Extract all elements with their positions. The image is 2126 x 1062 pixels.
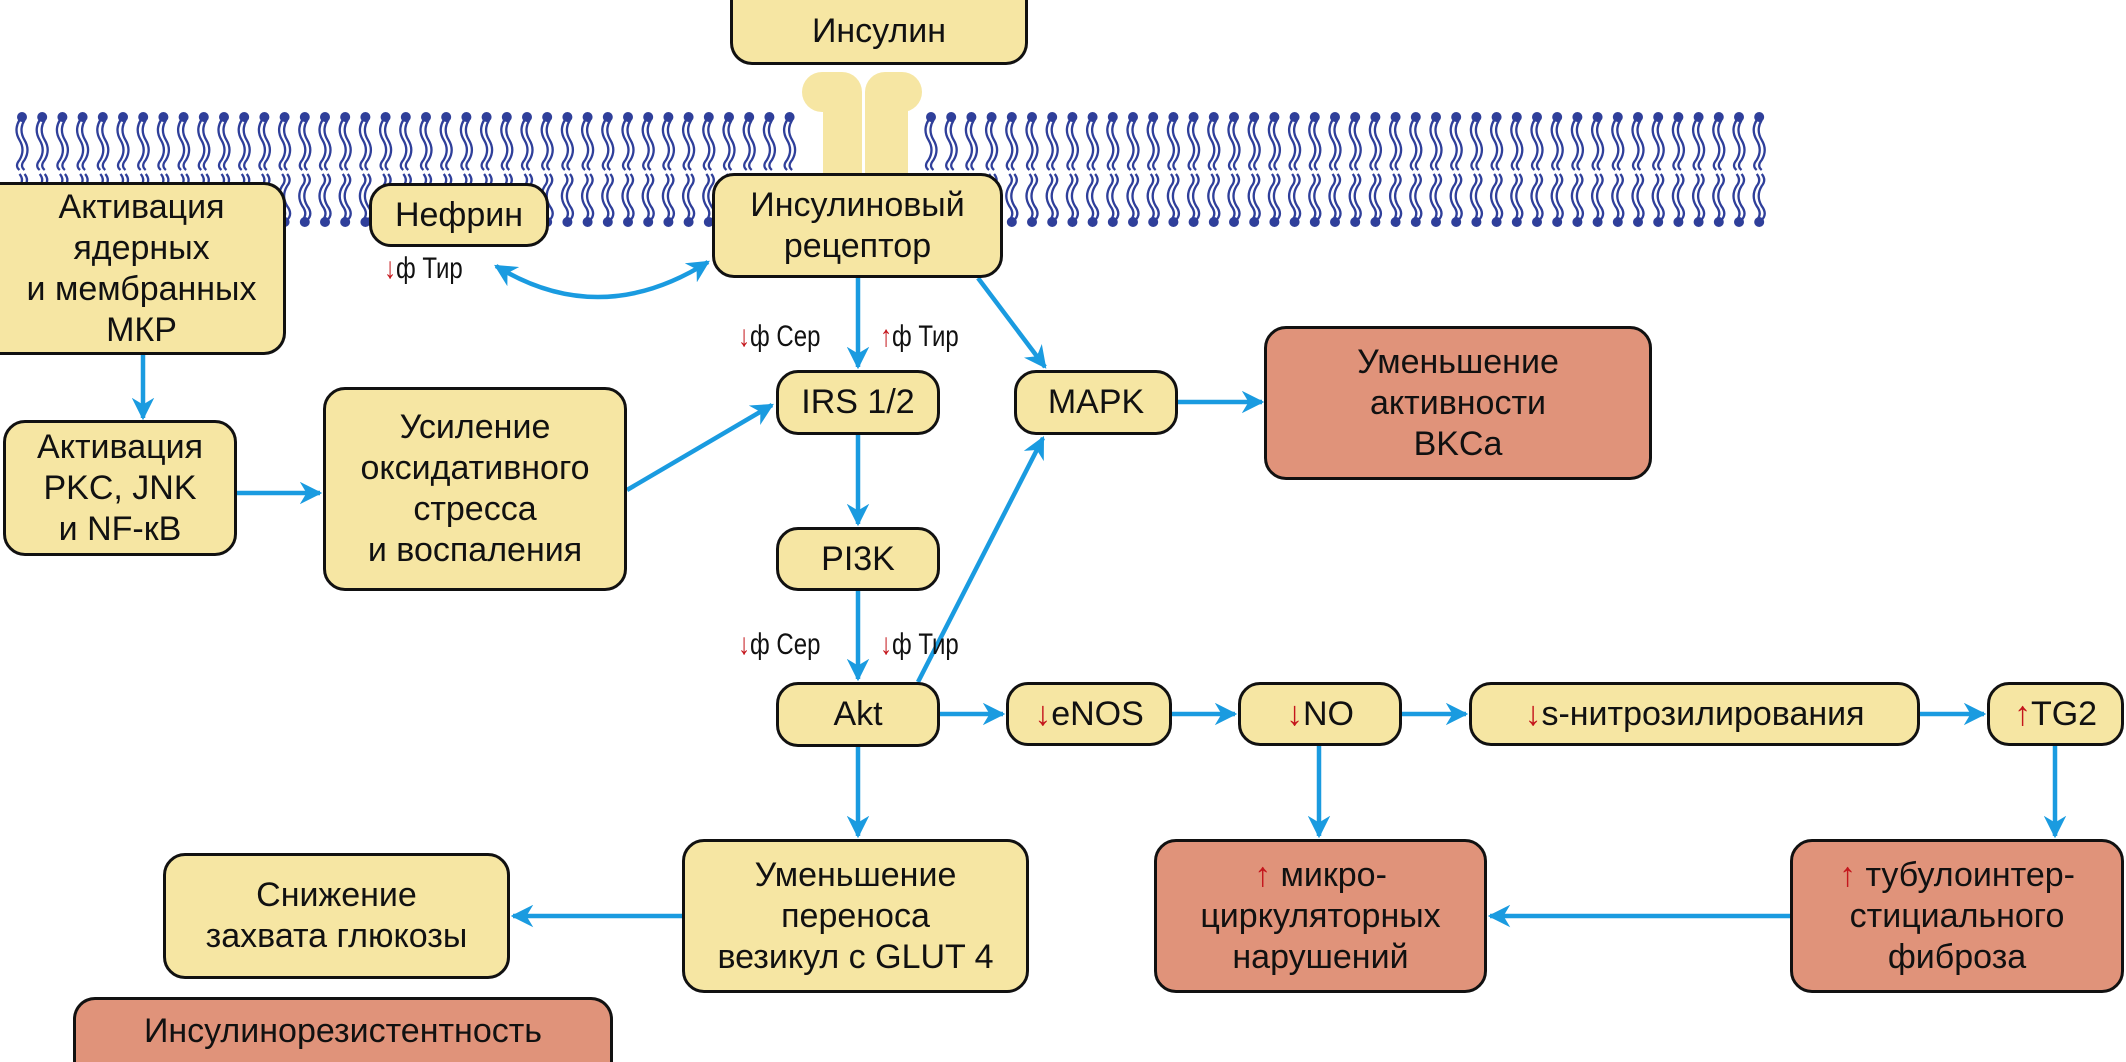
lipid xyxy=(1550,112,1564,227)
lipid xyxy=(1671,112,1686,227)
pi3k-node: PI3K xyxy=(776,527,940,591)
lipid xyxy=(1207,112,1221,227)
lipid xyxy=(1429,112,1443,227)
lipid xyxy=(681,112,696,227)
lipid xyxy=(1651,112,1665,227)
lipid xyxy=(1732,112,1746,227)
increase-icon: ↑ xyxy=(1254,855,1272,894)
lipid xyxy=(1146,112,1160,227)
lipid xyxy=(1126,112,1140,227)
lipid xyxy=(1409,112,1423,227)
akt-ser-phospho-label: ↓ф Сер xyxy=(738,628,821,661)
nephrin-tyr-phospho-label: ↓ф Тир xyxy=(384,252,463,285)
glut4-transport-node: Уменьшение переноса везикул с GLUT 4 xyxy=(682,839,1029,993)
insulin-resistance-node: Инсулинорезистентность xyxy=(73,997,613,1062)
lipid xyxy=(1631,112,1645,227)
lipid xyxy=(338,112,352,227)
lipid xyxy=(601,112,615,227)
lipid xyxy=(1752,112,1766,227)
bkca-decrease-node: Уменьшение активности BKCa xyxy=(1264,326,1652,480)
enos-node: ↓eNOS xyxy=(1006,682,1172,746)
lipid xyxy=(1712,112,1726,227)
increase-icon: ↑ xyxy=(1839,855,1856,894)
lipid xyxy=(540,112,554,227)
lipid xyxy=(1510,112,1524,227)
akt-node: Akt xyxy=(776,682,940,747)
lipid xyxy=(1247,112,1261,227)
receptor-transmembrane-right-stem xyxy=(865,100,908,180)
nephrin-node: Нефрин xyxy=(369,183,549,247)
lipid xyxy=(1166,112,1181,227)
oxidative-stress-node: Усиление оксидативного стресса и воспале… xyxy=(323,387,627,591)
lipid xyxy=(1469,112,1484,227)
lipid xyxy=(1530,112,1544,227)
lipid xyxy=(1065,112,1080,227)
lipid xyxy=(1368,112,1383,227)
fibrosis-node: ↑ тубулоинтер- стициального фиброза xyxy=(1790,839,2124,993)
lipid xyxy=(1025,112,1039,227)
insulin-receptor-node: Инсулиновый рецептор xyxy=(712,173,1003,278)
lipid xyxy=(1348,112,1362,227)
lipid xyxy=(580,112,595,227)
decrease-icon: ↓ xyxy=(1286,694,1303,733)
lipid xyxy=(1045,112,1059,227)
arrow-oxidative-irs xyxy=(625,403,774,492)
increase-icon: ↑ xyxy=(2013,694,2031,733)
arrow-receptor-nephrin xyxy=(494,260,710,300)
lipid xyxy=(1106,112,1120,227)
lipid xyxy=(318,112,332,227)
decrease-icon: ↓ xyxy=(384,252,396,285)
tg2-node: ↑TG2 xyxy=(1987,682,2124,746)
irs-ser-phospho-label: ↓ф Сер xyxy=(738,320,821,353)
lipid xyxy=(298,112,312,227)
lipid xyxy=(1328,112,1342,227)
lipid xyxy=(1227,112,1241,227)
glucose-uptake-node: Снижение захвата глюкозы xyxy=(163,853,510,979)
insulin-node: Инсулин xyxy=(730,0,1028,65)
lipid xyxy=(1267,112,1282,227)
decrease-icon: ↓ xyxy=(738,628,750,661)
decrease-icon: ↓ xyxy=(738,320,750,353)
receptor-transmembrane-left-stem xyxy=(823,100,862,180)
decrease-icon: ↓ xyxy=(1524,694,1542,733)
lipid xyxy=(1388,112,1403,227)
lipid xyxy=(641,112,655,227)
pkc-jnk-nfkb-node: Активация PKC, JNK и NF-кВ xyxy=(3,420,237,556)
increase-icon: ↑ xyxy=(880,320,892,353)
s-nitrosylation-node: ↓s-нитрозилирования xyxy=(1469,682,1920,746)
lipid xyxy=(560,112,575,227)
lipid xyxy=(1691,112,1706,227)
decrease-icon: ↓ xyxy=(880,628,892,661)
lipid xyxy=(1590,112,1605,227)
decrease-icon: ↓ xyxy=(1034,694,1052,733)
mkr-activation-node: Активация ядерных и мембранных МКР xyxy=(0,182,286,355)
lipid xyxy=(621,112,635,227)
lipid xyxy=(661,112,676,227)
lipid xyxy=(1449,112,1463,227)
akt-tyr-phospho-label: ↓ф Тир xyxy=(880,628,959,661)
lipid xyxy=(1308,112,1322,227)
lipid xyxy=(1570,112,1585,227)
lipid xyxy=(1186,112,1201,227)
lipid xyxy=(1287,112,1302,227)
lipid xyxy=(1611,112,1625,227)
lipid xyxy=(1085,112,1100,227)
lipid xyxy=(1005,112,1019,227)
irs-node: IRS 1/2 xyxy=(776,370,940,435)
cell-membrane xyxy=(15,112,1766,227)
no-node: ↓NO xyxy=(1238,682,1402,746)
irs-tyr-phospho-label: ↑ф Тир xyxy=(880,320,959,353)
mapk-node: MAPK xyxy=(1014,370,1178,435)
lipid xyxy=(358,112,373,227)
arrow-receptor-mapk xyxy=(976,276,1047,369)
microcirculation-node: ↑ микро- циркуляторных нарушений xyxy=(1154,839,1487,993)
lipid xyxy=(1489,112,1504,227)
